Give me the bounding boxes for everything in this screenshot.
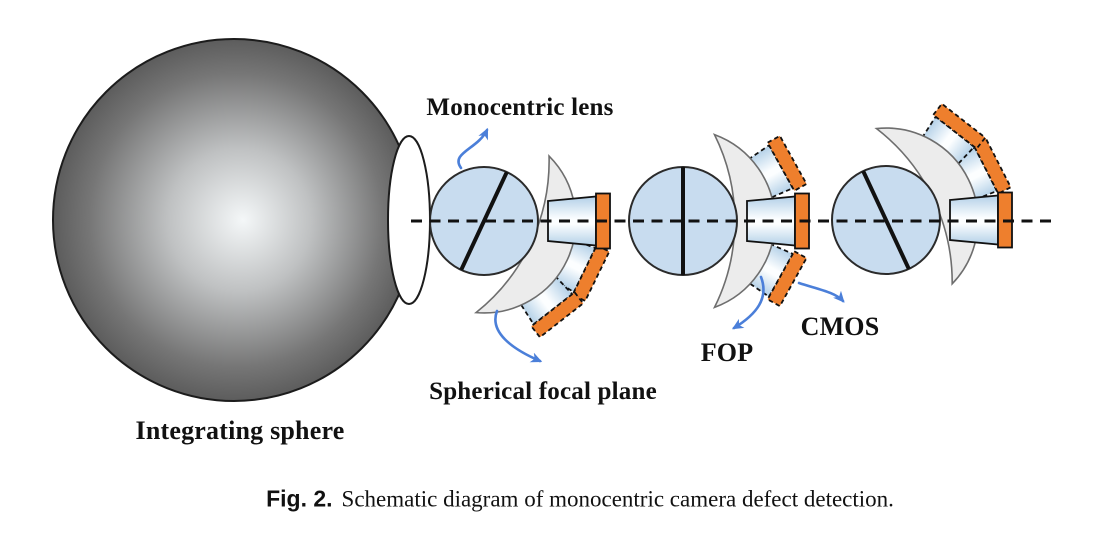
figure-caption: Fig. 2. Schematic diagram of monocentric… [266,486,894,513]
integrating-sphere-shape [52,38,416,402]
monocentric-lens-arrow [457,127,489,170]
cmos-cap [766,134,808,192]
caption-text: Schematic diagram of monocentric camera … [341,486,894,512]
lens-diameter-line [459,171,509,271]
sphere-opening-ellipse [387,135,431,305]
cmos-label: CMOS [800,312,880,341]
lens-assemblies-layer [429,102,1013,339]
fop-label: FOP [700,338,754,367]
cmos-cap [530,291,585,339]
cmos-cap [932,102,987,150]
cmos-arrow [797,281,845,303]
cmos-cap [571,244,611,303]
spherical-focal-plane-arrow [494,309,543,363]
monocentric-lens-label: Monocentric lens [426,94,614,121]
integrating-sphere-label: Integrating sphere [135,416,345,445]
lens-diameter-line [861,170,911,270]
lens-assembly-1 [429,154,611,339]
spherical-focal-plane-label: Spherical focal plane [429,378,657,405]
fop-tube-assembly [949,191,1013,249]
fop-tube [547,195,597,247]
fop-arrow [731,275,765,330]
caption-tag: Fig. 2. [266,485,333,512]
lens-assembly-3 [831,102,1013,286]
cmos-cap [972,137,1012,195]
cmos-cap [766,250,808,308]
